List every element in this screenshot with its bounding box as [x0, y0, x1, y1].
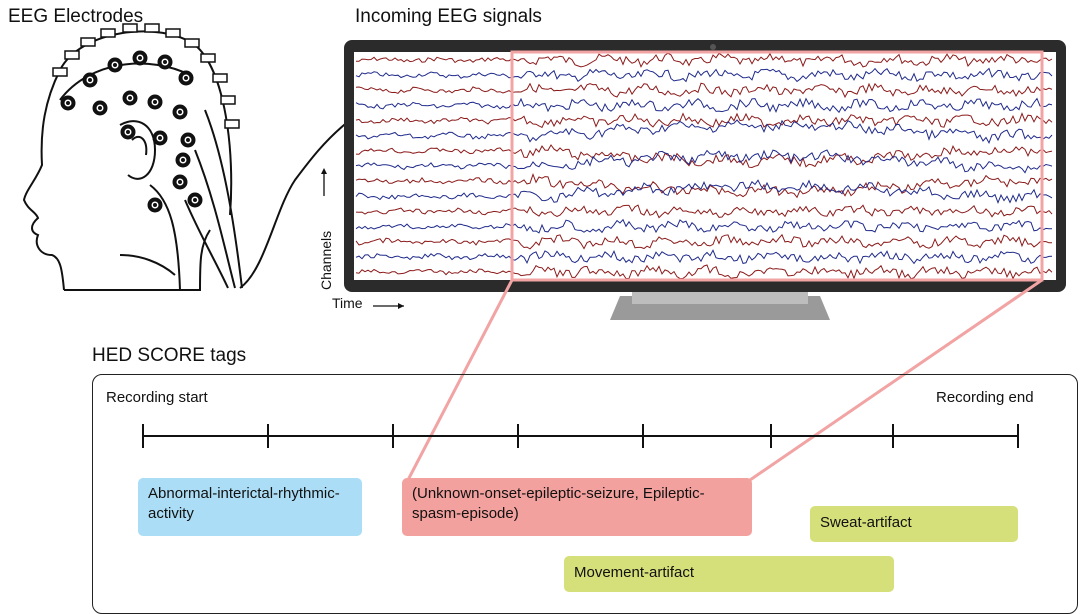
channels-axis-label: Channels: [318, 230, 334, 290]
cap-edge-electrode-icon: [165, 28, 181, 38]
connector-right: [749, 278, 1043, 482]
connector-left: [406, 279, 514, 481]
eeg-diagram-canvas: [22, 23, 1066, 482]
electrode-icon: [88, 78, 92, 82]
electrode-icon: [178, 180, 182, 184]
monitor: [344, 40, 1066, 320]
eeg-channel-trace: [355, 233, 1053, 250]
electrode-icon: [184, 76, 188, 80]
eeg-channel-trace: [355, 179, 1053, 204]
cap-edge-electrode-icon: [212, 73, 228, 83]
cap-edge-electrode-icon: [144, 23, 160, 33]
electrode-icon: [113, 63, 117, 67]
electrode-icon: [181, 158, 185, 162]
recording-end-label: Recording end: [936, 389, 1034, 406]
electrode-icon: [98, 106, 102, 110]
electrode-icon: [178, 110, 182, 114]
eeg-channel-trace: [355, 112, 1053, 129]
recording-start-label: Recording start: [106, 389, 208, 406]
cap-edge-electrode-icon: [100, 28, 116, 38]
eeg-channel-trace: [355, 249, 1053, 265]
cap-edge-electrode-icon: [184, 38, 200, 48]
electrode-icon: [158, 136, 162, 140]
webcam-icon: [710, 44, 716, 50]
electrode-cable: [239, 119, 351, 289]
eeg-channel-trace: [355, 119, 1053, 144]
highlight-window: [510, 50, 1044, 282]
eeg-channel-trace: [355, 67, 1053, 83]
electrode-icon: [153, 203, 157, 207]
electrode-icon: [138, 56, 142, 60]
cap-edge-electrode-icon: [122, 23, 138, 33]
cap-edge-electrode-icon: [224, 119, 240, 129]
tag-abnormal-interictal: Abnormal-interictal-rhythmic-activity: [138, 478, 362, 536]
eeg-channel-trace: [355, 97, 1053, 114]
electrode-icon: [66, 101, 70, 105]
timeline: [142, 424, 1019, 448]
seizure-highlight: [406, 50, 1044, 482]
cap-edge-electrode-icon: [80, 37, 96, 47]
electrode-icon: [193, 198, 197, 202]
electrode-icon: [153, 100, 157, 104]
eeg-channel-trace: [355, 264, 1053, 280]
hed-score-tags-title: HED SCORE tags: [92, 345, 247, 366]
cap-edge-electrode-icon: [52, 67, 68, 77]
electrode-icon: [163, 60, 167, 64]
eeg-channel-trace: [355, 218, 1052, 234]
time-arrowhead-icon: [398, 303, 404, 309]
timeline-ticks: [142, 424, 1019, 448]
electrode-icon: [128, 96, 132, 100]
cap-edge-electrode-icon: [64, 50, 80, 60]
eeg-channel-trace: [355, 149, 1053, 174]
eeg-channel-trace: [355, 82, 1053, 99]
channels-arrowhead-icon: [321, 168, 327, 174]
cap-edge-electrode-icon: [220, 95, 236, 105]
monitor-stand-neck: [632, 290, 808, 304]
time-axis-label: Time: [332, 295, 363, 311]
electrode-icon: [186, 138, 190, 142]
electrode-set: [52, 23, 240, 213]
eeg-channel-trace: [355, 173, 1053, 199]
tag-movement-artifact: Movement-artifact: [564, 556, 894, 592]
electrode-icon: [126, 130, 130, 134]
eeg-channel-trace: [355, 204, 1053, 219]
eeg-traces: [355, 52, 1053, 280]
tag-sweat-artifact: Sweat-artifact: [810, 506, 1018, 542]
incoming-eeg-signals-title: Incoming EEG signals: [355, 6, 542, 27]
tag-epileptic-seizure: (Unknown-onset-epileptic-seizure, Epilep…: [402, 478, 752, 536]
eeg-channel-trace: [355, 144, 1053, 169]
eeg-electrodes-title: EEG Electrodes: [8, 6, 144, 27]
eeg-channel-trace: [355, 52, 1053, 68]
cap-edge-electrode-icon: [200, 53, 216, 63]
